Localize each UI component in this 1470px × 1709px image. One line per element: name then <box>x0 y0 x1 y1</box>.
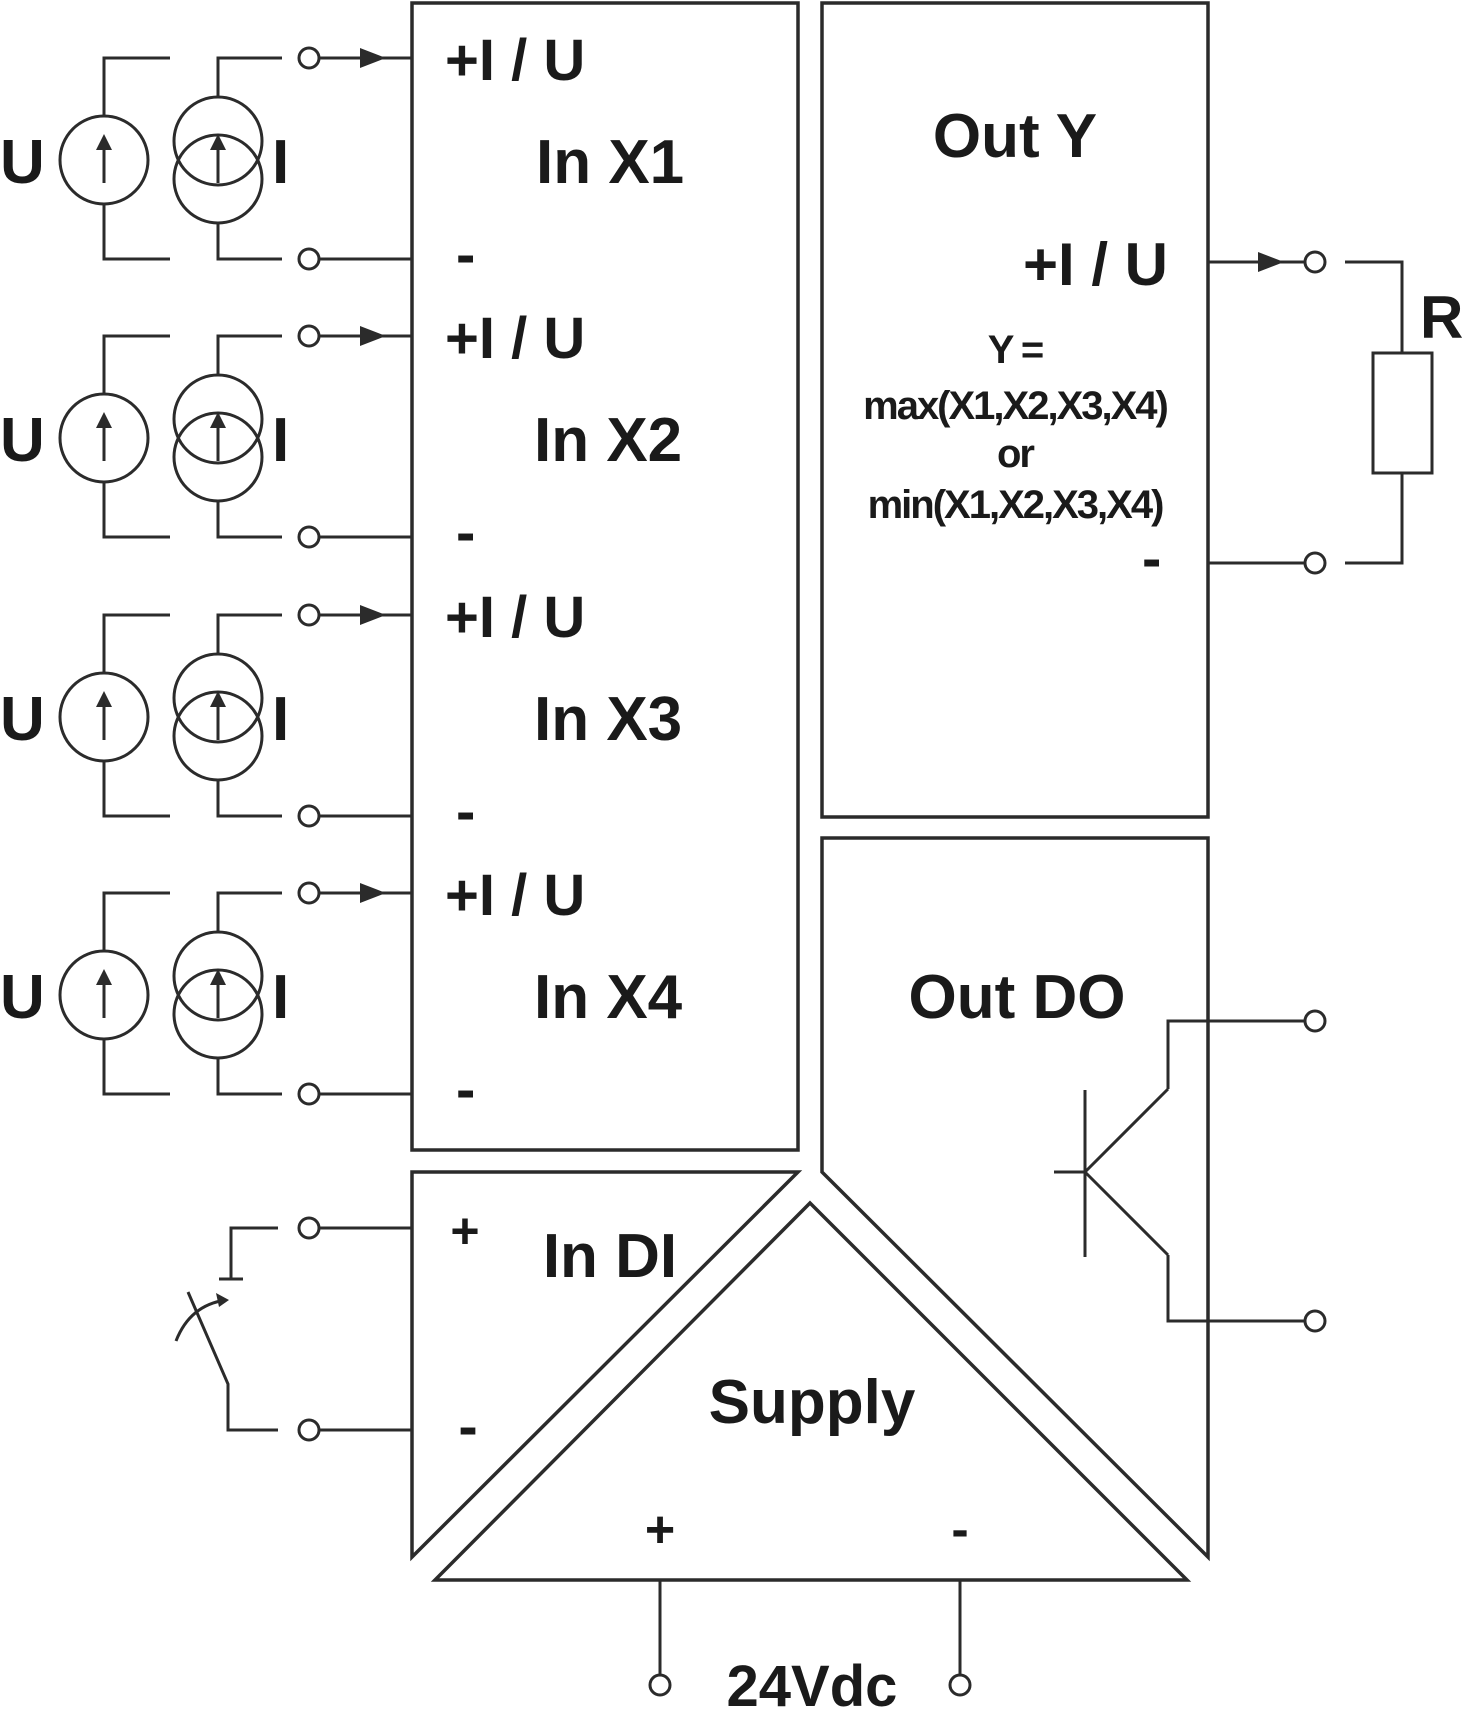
current-source-icon <box>172 613 282 818</box>
formula-line-4: min(X1,X2,X3,X4) <box>868 483 1163 527</box>
out-do-module: Out DO <box>909 963 1327 1333</box>
input-channel-label: In X4 <box>534 963 683 1032</box>
out-do-terminal-1[interactable] <box>1303 1009 1327 1033</box>
input-channel-label: In X1 <box>536 128 684 197</box>
in-di-minus-label: - <box>458 1394 477 1459</box>
input-plus-label: +I / U <box>445 585 585 650</box>
supply-minus-label: - <box>951 1501 968 1559</box>
input-minus-label: - <box>456 1057 475 1122</box>
input-x4-minus-terminal[interactable] <box>297 1082 321 1106</box>
input-plus-label: +I / U <box>445 306 585 371</box>
input-channel-label: In X3 <box>534 685 682 754</box>
supply-module: Supply + - 24Vdc <box>645 1368 972 1709</box>
in-di-module: + In DI - <box>174 1203 677 1459</box>
signal-arrow-icon <box>360 883 386 903</box>
input-module-box <box>410 1 800 1152</box>
in-di-minus-terminal[interactable] <box>297 1418 321 1442</box>
current-source-icon <box>172 56 282 261</box>
input-plus-label: +I / U <box>445 863 585 928</box>
input-channel-x2: U I +I / U In X2 - <box>0 306 682 565</box>
input-x2-plus-terminal[interactable] <box>297 324 321 348</box>
voltage-source-icon <box>58 891 170 1096</box>
resistor-icon <box>1371 351 1434 475</box>
voltage-source-label: U <box>0 406 45 475</box>
out-y-minus-label: - <box>1142 526 1161 591</box>
current-source-label: I <box>272 685 289 754</box>
out-do-terminal-2[interactable] <box>1303 1309 1327 1333</box>
out-do-title: Out DO <box>909 963 1126 1032</box>
signal-arrow-icon <box>360 326 386 346</box>
switch-icon <box>174 1226 278 1432</box>
signal-arrow-icon <box>1258 252 1284 272</box>
in-di-plus-label: + <box>450 1203 479 1259</box>
input-channel-x1: U I +I / U In X1 - <box>0 28 684 287</box>
out-y-minus-terminal[interactable] <box>1303 551 1327 575</box>
supply-plus-terminal[interactable] <box>648 1673 672 1697</box>
in-di-module-box <box>410 1170 803 1562</box>
input-x3-plus-terminal[interactable] <box>297 603 321 627</box>
supply-module-triangle <box>430 1200 1192 1582</box>
supply-plus-label: + <box>645 1501 675 1559</box>
input-plus-label: +I / U <box>445 28 585 93</box>
out-y-module: Out Y +I / U Y = max(X1,X2,X3,X4) or min… <box>863 102 1463 591</box>
input-x4-plus-terminal[interactable] <box>297 881 321 905</box>
formula-line-3: or <box>997 432 1034 476</box>
formula-line-1: Y = <box>988 328 1043 372</box>
supply-title: Supply <box>709 1368 916 1437</box>
input-minus-label: - <box>456 779 475 844</box>
supply-voltage-label: 24Vdc <box>727 1654 898 1709</box>
input-channel-x3: U I +I / U In X3 - <box>0 585 682 844</box>
out-do-module-box <box>820 836 1210 1562</box>
formula-line-2: max(X1,X2,X3,X4) <box>863 384 1167 428</box>
voltage-source-icon <box>58 56 170 261</box>
voltage-source-label: U <box>0 963 45 1032</box>
signal-arrow-icon <box>360 48 386 68</box>
voltage-source-icon <box>58 334 170 539</box>
voltage-source-icon <box>58 613 170 818</box>
out-y-module-box <box>820 1 1210 819</box>
in-di-plus-terminal[interactable] <box>297 1216 321 1240</box>
input-x1-plus-terminal[interactable] <box>297 46 321 70</box>
current-source-icon <box>172 334 282 539</box>
current-source-label: I <box>272 963 289 1032</box>
voltage-source-label: U <box>0 685 45 754</box>
input-minus-label: - <box>456 222 475 287</box>
signal-arrow-icon <box>360 605 386 625</box>
current-source-icon <box>172 891 282 1096</box>
out-y-plus-label: +I / U <box>1023 231 1168 298</box>
supply-minus-terminal[interactable] <box>948 1673 972 1697</box>
voltage-source-label: U <box>0 128 45 197</box>
in-di-title: In DI <box>543 1222 677 1291</box>
input-x1-minus-terminal[interactable] <box>297 247 321 271</box>
load-resistor-label: R <box>1420 284 1463 351</box>
out-y-title: Out Y <box>933 102 1097 171</box>
transistor-icon <box>1054 1019 1304 1323</box>
out-y-plus-terminal[interactable] <box>1303 250 1327 274</box>
input-x2-minus-terminal[interactable] <box>297 525 321 549</box>
input-channel-label: In X2 <box>534 406 682 475</box>
input-x3-minus-terminal[interactable] <box>297 804 321 828</box>
input-minus-label: - <box>456 500 475 565</box>
input-channel-x4: U I +I / U In X4 - <box>0 863 683 1122</box>
current-source-label: I <box>272 406 289 475</box>
current-source-label: I <box>272 128 289 197</box>
